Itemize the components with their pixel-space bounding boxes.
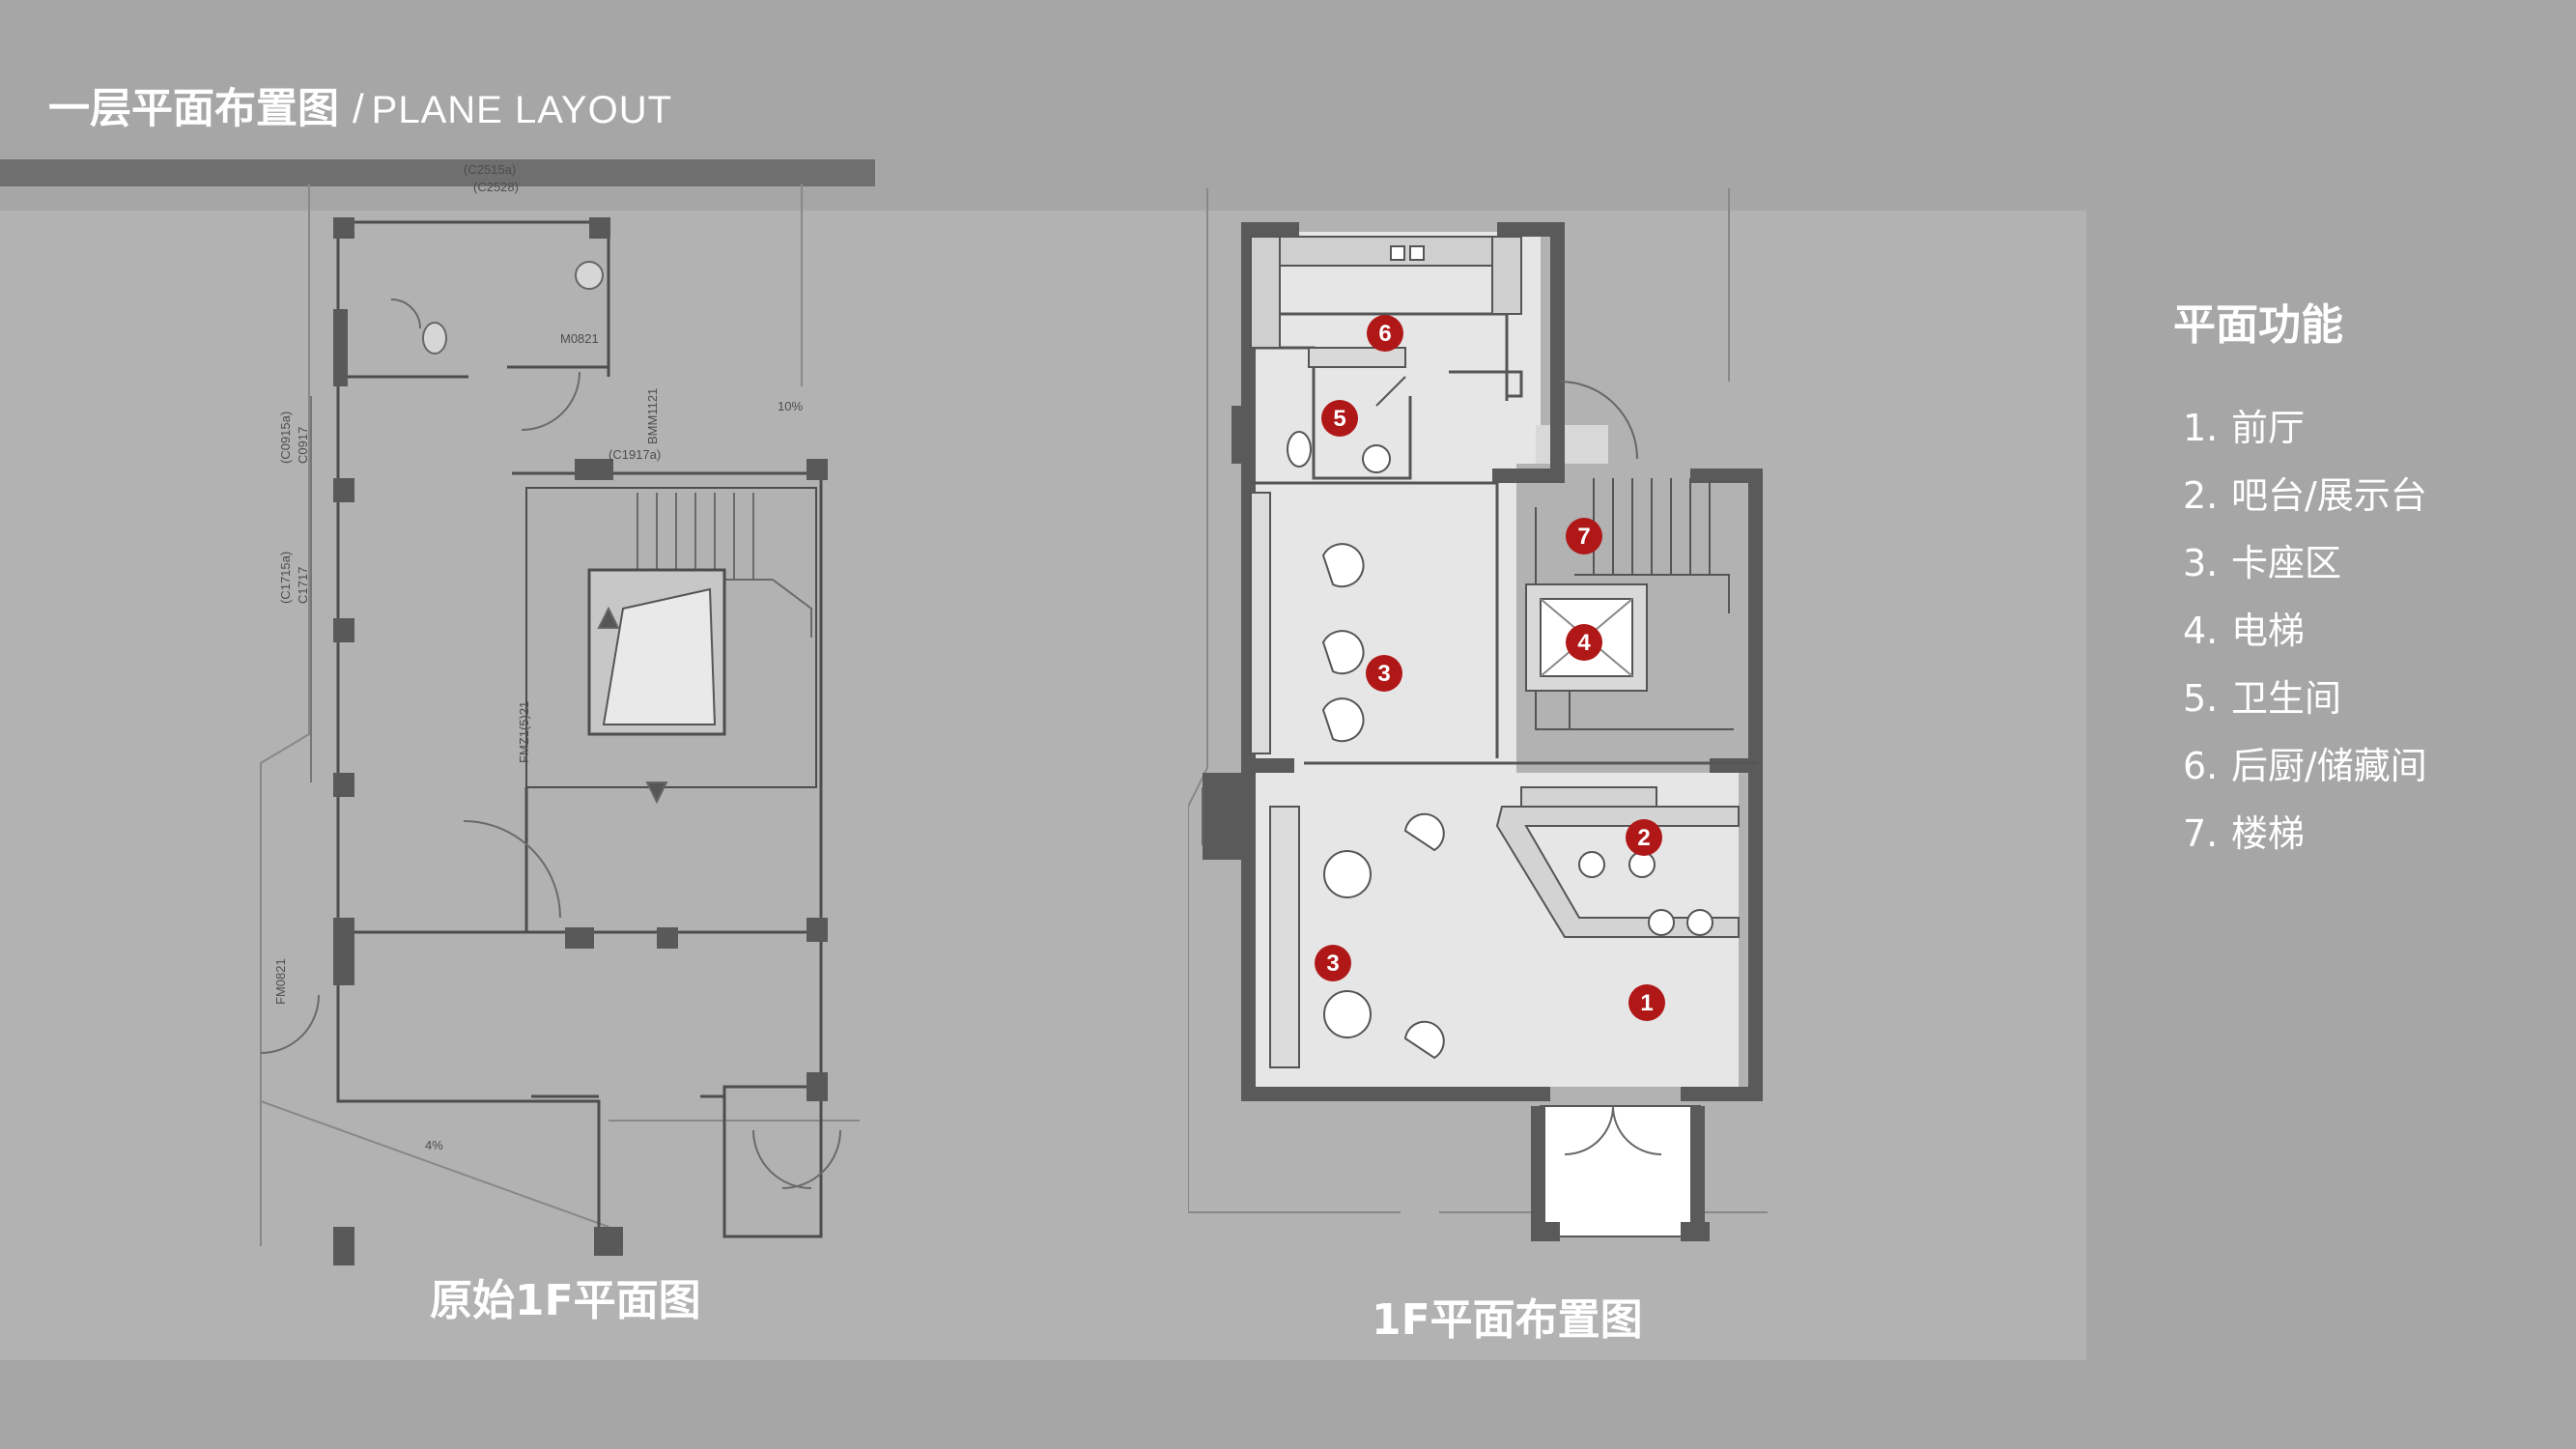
marker-4: 4	[1577, 630, 1591, 656]
page-title: 一层平面布置图 /PLANE LAYOUT	[48, 75, 672, 135]
marker-1: 1	[1640, 990, 1653, 1016]
original-floor-plan: (C2515a) (C2528) M0821 (C1917a) 10% 4% B…	[260, 162, 860, 1265]
label-bmm: BMM1121	[645, 388, 660, 444]
legend-item: 6.后厨/储藏间	[2183, 745, 2427, 787]
label-left2: C0917	[296, 427, 310, 464]
marker-3b: 3	[1326, 951, 1339, 977]
legend-item: 1.前厅	[2183, 407, 2306, 449]
marker-6: 6	[1378, 321, 1391, 347]
legend-list: 1.前厅 2.吧台/展示台 3.卡座区 4.电梯 5.卫生间 6.后厨/储藏间 …	[2183, 398, 2427, 871]
legend-title: 平面功能	[2173, 300, 2343, 350]
title-chinese: 一层平面布置图	[48, 85, 339, 133]
legend-item: 5.卫生间	[2183, 677, 2342, 720]
caption-layout-plan: 1F平面布置图	[1372, 1295, 1643, 1345]
title-english: PLANE LAYOUT	[371, 89, 673, 131]
label-left3: (C1715a)	[278, 552, 293, 604]
label-m0821: M0821	[560, 331, 599, 346]
legend-item: 3.卡座区	[2183, 542, 2342, 584]
caption-original-plan: 原始1F平面图	[430, 1276, 701, 1325]
marker-3a: 3	[1377, 661, 1390, 687]
label-fm: FM0821	[273, 958, 288, 1005]
title-underline-bar	[0, 159, 875, 186]
legend-item: 4.电梯	[2183, 610, 2306, 652]
label-left1: (C0915a)	[278, 412, 293, 464]
label-top1: (C2515a)	[464, 162, 516, 177]
label-fmz: FMZ1(5)21	[517, 701, 531, 763]
marker-5: 5	[1333, 406, 1345, 432]
layout-floor-plan: 1 2 3 3 4 5 6 7	[1188, 188, 1768, 1241]
label-c1917: (C1917a)	[609, 447, 661, 462]
label-left4: C1717	[296, 567, 310, 604]
label-slope-bottom: 4%	[425, 1138, 443, 1152]
marker-7: 7	[1577, 524, 1590, 550]
label-slope-top: 10%	[778, 399, 803, 413]
label-top2: (C2528)	[473, 180, 519, 194]
marker-2: 2	[1637, 825, 1650, 851]
legend-item: 2.吧台/展示台	[2183, 474, 2427, 517]
legend-item: 7.楼梯	[2183, 812, 2306, 855]
title-separator: /	[353, 86, 364, 131]
